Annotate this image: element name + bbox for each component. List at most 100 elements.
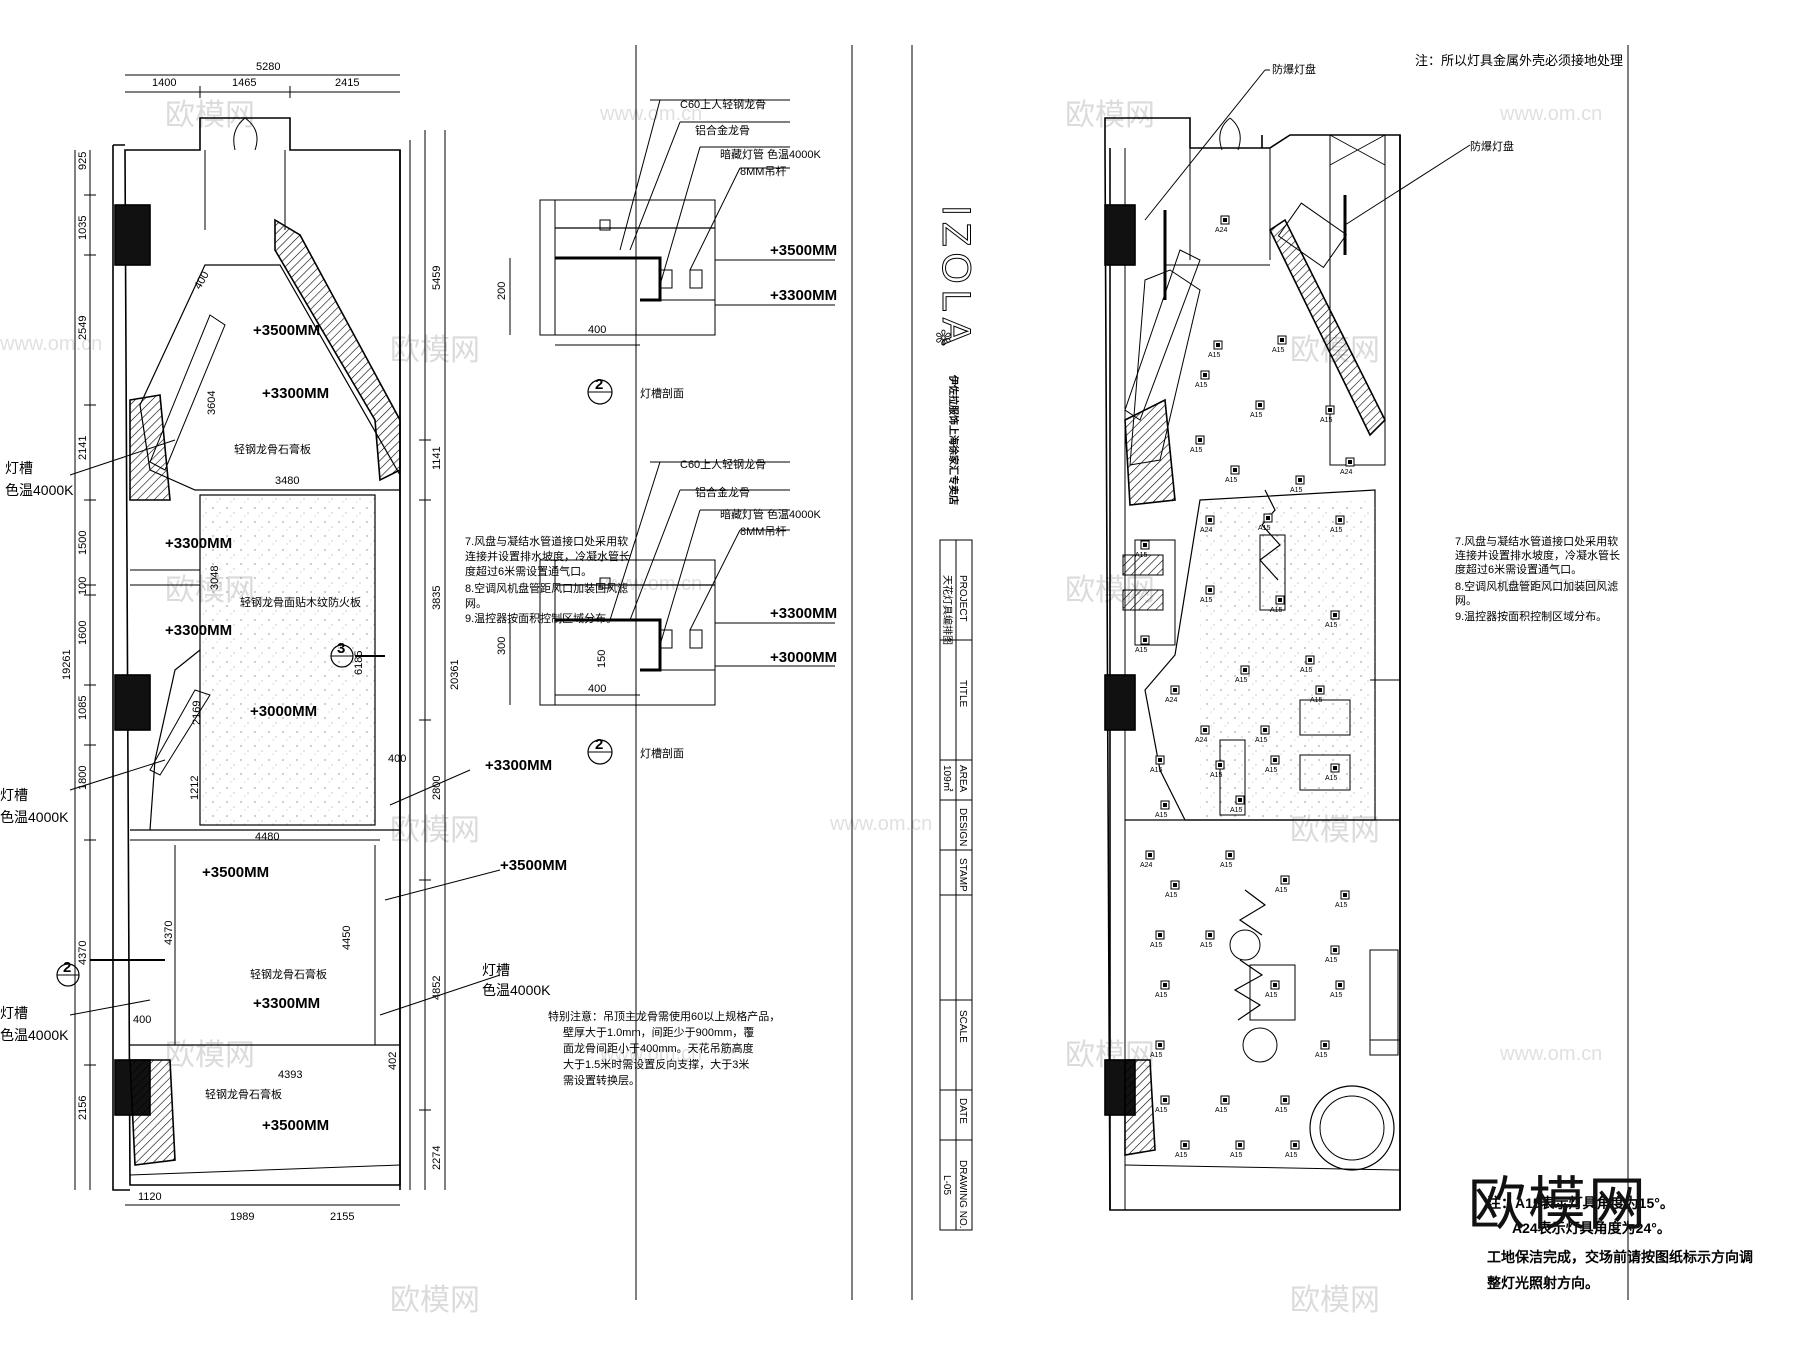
svg-text:防爆灯盘: 防爆灯盘 [1272,62,1316,76]
svg-text:灯槽: 灯槽 [5,460,33,476]
downlight-core [1238,1143,1242,1147]
svg-text:度超过6米需设置通气口。: 度超过6米需设置通气口。 [465,564,592,578]
svg-text:注：所以灯具金属外壳必须接地处理: 注：所以灯具金属外壳必须接地处理 [1415,53,1623,68]
svg-text:8MM吊杆: 8MM吊杆 [740,164,786,178]
svg-text:灯槽剖面: 灯槽剖面 [640,386,684,400]
fixture-tag: A15 [1190,447,1203,454]
svg-text:1400: 1400 [152,77,176,89]
svg-text:150: 150 [596,650,608,668]
downlight-core [1338,983,1342,987]
right-plan-text: 注：所以灯具金属外壳必须接地处理 防爆灯盘 防爆灯盘 [1272,53,1623,153]
downlight-core [1293,1143,1297,1147]
svg-text:300: 300 [496,637,508,655]
fixture-tag: A15 [1270,607,1283,614]
svg-text:4370: 4370 [163,921,175,945]
svg-text:2274: 2274 [431,1146,443,1170]
fixture-tag: A15 [1235,677,1248,684]
svg-text:925: 925 [77,152,89,170]
fixture-tag: A15 [1265,767,1278,774]
right-notes: 7.风盘与凝结水管道接口处采用软 连接并设置排水坡度，冷凝水管长 度超过6米需设… [1455,534,1620,623]
svg-text:+3500MM: +3500MM [770,242,837,259]
fixture-tag: A15 [1220,862,1233,869]
svg-text:L-05: L-05 [941,1175,952,1195]
svg-text:7.风盘与凝结水管道接口处采用软: 7.风盘与凝结水管道接口处采用软 [1455,534,1618,548]
svg-text:2155: 2155 [330,1211,354,1223]
downlight-core [1208,518,1212,522]
svg-text:1989: 1989 [230,1211,254,1223]
title-block-text: PROJECT 天花灯具编排图 TITLE AREA 109㎡ DESIGN S… [941,575,968,1229]
svg-text:2169: 2169 [191,701,203,725]
svg-text:IZOLA: IZOLA [934,205,978,351]
svg-text:2: 2 [63,959,71,976]
svg-text:轻钢龙骨面贴木纹防火板: 轻钢龙骨面贴木纹防火板 [240,595,361,609]
svg-text:需设置转换层。: 需设置转换层。 [563,1073,640,1087]
svg-text:+3300MM: +3300MM [262,385,329,402]
light-slot-labels: 灯槽 色温4000K 灯槽 色温4000K 灯槽 色温4000K 灯槽 色温40… [0,460,551,1043]
svg-text:1600: 1600 [77,621,89,645]
bottom-notes: 注：A15表示灯具角度为15°。 A24表示灯具角度为24°。 工地保洁完成，交… [1486,1195,1753,1291]
svg-text:1800: 1800 [77,766,89,790]
downlight-core [1348,460,1352,464]
section-detail-2 [509,461,835,706]
fixture-tag: A24 [1340,469,1353,476]
downlight-core [1183,1143,1187,1147]
svg-text:PROJECT: PROJECT [957,575,968,622]
downlight-core [1308,658,1312,662]
watermark-logo: 欧模网 [1468,1170,1649,1238]
svg-text:www.om.cn: www.om.cn [0,333,102,355]
svg-text:+3500MM: +3500MM [202,864,269,881]
fixture-tag: A15 [1325,622,1338,629]
downlight-core [1273,983,1277,987]
fixture-tag: A24 [1195,737,1208,744]
svg-text:109㎡: 109㎡ [941,765,953,792]
svg-text:色温4000K: 色温4000K [5,482,74,498]
fixture-tag: A15 [1208,352,1221,359]
downlight-core [1283,1098,1287,1102]
fixture-tag: A15 [1315,1052,1328,1059]
svg-text:4450: 4450 [341,926,353,950]
downlight-core [1208,588,1212,592]
svg-text:工地保洁完成，交场前请按图纸标示方向调: 工地保洁完成，交场前请按图纸标示方向调 [1487,1249,1753,1265]
left-plan-area-labels: 轻钢龙骨石膏板 轻钢龙骨面贴木纹防火板 轻钢龙骨石膏板 轻钢龙骨石膏板 [205,442,361,1101]
downlight-core [1280,338,1284,342]
fixture-tag: A15 [1325,957,1338,964]
svg-text:5459: 5459 [431,266,443,290]
downlight-core [1198,438,1202,442]
downlight-core [1333,948,1337,952]
svg-text:欧模网: 欧模网 [390,1284,480,1317]
svg-text:2415: 2415 [335,77,359,89]
svg-text:4393: 4393 [278,1069,302,1081]
fixture-tag: A15 [1150,767,1163,774]
svg-text:TITLE: TITLE [957,680,968,708]
svg-text:+3300MM: +3300MM [253,995,320,1012]
svg-text:欧模网: 欧模网 [1290,1284,1380,1317]
fixture-tag: A15 [1325,775,1338,782]
downlight-core [1163,983,1167,987]
svg-text:8.空调风机盘管距风口加装回风滤: 8.空调风机盘管距风口加装回风滤 [1455,579,1618,593]
svg-text:度超过6米需设置通气口。: 度超过6米需设置通气口。 [1455,562,1582,576]
downlight-core [1158,1043,1162,1047]
svg-text:3604: 3604 [206,391,218,415]
fixture-tag: A15 [1155,812,1168,819]
svg-text:灯槽: 灯槽 [482,962,510,978]
svg-text:4370: 4370 [77,941,89,965]
svg-text:9.温控器按面积控制区域分布。: 9.温控器按面积控制区域分布。 [1455,609,1607,623]
downlight-core [1173,688,1177,692]
svg-text:色温4000K: 色温4000K [482,982,551,998]
downlight-core [1208,933,1212,937]
svg-text:暗藏灯管 色温4000K: 暗藏灯管 色温4000K [720,147,822,161]
right-lighting-plan [1104,69,1471,1211]
fixture-tag: A15 [1300,667,1313,674]
svg-text:大于1.5米时需设置反向支撑，大于3米: 大于1.5米时需设置反向支撑，大于3米 [563,1057,749,1071]
downlight-core [1338,518,1342,522]
svg-text:400: 400 [133,1014,151,1026]
svg-text:www.om.cn: www.om.cn [1499,103,1602,125]
fixture-tag: A15 [1135,647,1148,654]
downlight-core [1163,1098,1167,1102]
fixture-tag: A15 [1210,772,1223,779]
downlight-core [1266,516,1270,520]
section-detail-1-text: C60上人轻钢龙骨 铝合金龙骨 暗藏灯管 色温4000K 8MM吊杆 +3500… [496,97,837,405]
sheet-dividers [635,45,1629,1300]
